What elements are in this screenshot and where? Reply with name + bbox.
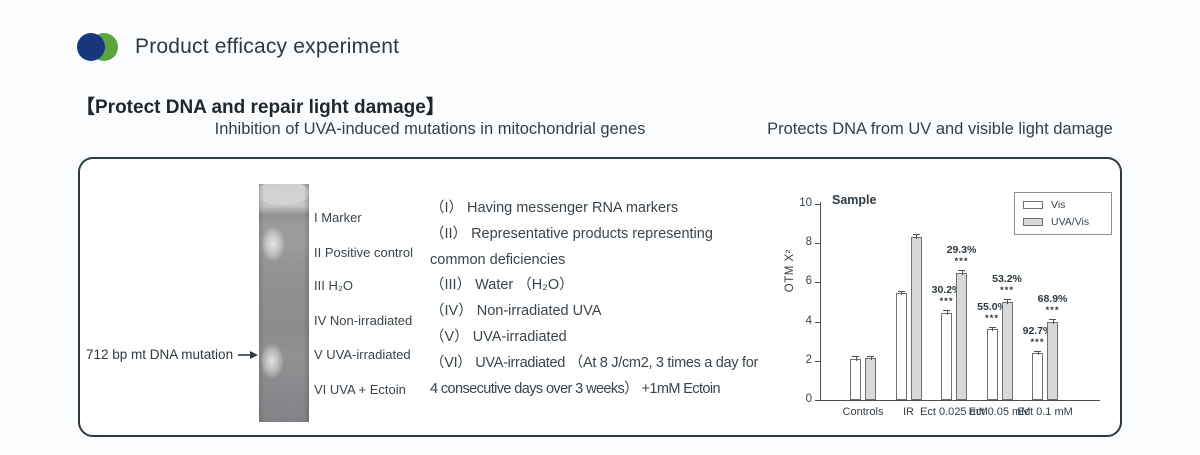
y-tick-label: 8 [805, 236, 812, 249]
significance-label: *** [999, 285, 1015, 297]
explanation-line: （III） Water （H₂O） [430, 277, 574, 294]
significance-label: *** [1030, 336, 1045, 348]
explanation-line: 4 consecutive days over 3 weeks） +1mM Ec… [430, 380, 721, 397]
error-bar [916, 234, 917, 240]
error-bar-cap [958, 270, 965, 272]
x-category-label: Controls [842, 406, 884, 418]
error-bar-cap [897, 290, 905, 292]
section-title: 【Protect DNA and repair light damage】 [76, 97, 445, 118]
y-tick-mark [815, 360, 820, 362]
lane-label-uva-irradiated: V UVA-irradiated [314, 347, 411, 362]
percent-label: 29.3% [946, 244, 977, 257]
legend-swatch-uva-vis [1023, 218, 1043, 226]
error-bar [855, 356, 857, 361]
legend-item-uva-vis: UVA/Vis [1023, 216, 1103, 228]
error-bar-cap [867, 355, 874, 357]
bar-uva-vis-controls [865, 357, 876, 400]
error-bar [901, 290, 902, 296]
significance-label: *** [939, 296, 954, 308]
chart-title: Sample [832, 193, 877, 207]
bar-uva-vis-ect-0-1-mm [1047, 321, 1058, 400]
error-bar-cap [1034, 350, 1041, 352]
header: Product efficacy experiment [77, 33, 399, 61]
explanation-line: （II） Representative products representin… [430, 225, 713, 242]
chart-legend: Vis UVA/Vis [1014, 192, 1112, 235]
y-tick-mark [815, 282, 820, 284]
y-axis [820, 202, 821, 400]
gel-image [259, 184, 309, 422]
lane-label-h2o: III H₂O [314, 278, 353, 293]
legend-label-vis: Vis [1051, 199, 1066, 211]
y-tick-label: 4 [805, 314, 812, 327]
gel-band-pointer: 712 bp mt DNA mutation [86, 347, 259, 362]
significance-label: *** [954, 256, 969, 268]
percent-label: 30.2% [931, 284, 962, 297]
right-arrow-icon [238, 350, 259, 359]
y-tick-label: 6 [805, 275, 812, 288]
blue-circle-icon [77, 33, 105, 61]
explanation-line: （V） UVA-irradiated [430, 328, 567, 345]
x-category-label: IR [903, 406, 914, 418]
error-bar-cap [1049, 318, 1056, 320]
lane-label-non-irradiated: IV Non-irradiated [314, 313, 413, 328]
left-panel-subtitle: Inhibition of UVA-induced mutations in m… [214, 120, 646, 138]
y-tick-mark [815, 321, 820, 323]
error-bar-cap [1003, 299, 1011, 301]
error-bar-cap [912, 234, 920, 236]
legend-swatch-vis [1023, 201, 1043, 209]
bar-vis-ect-0-1-mm [1032, 352, 1043, 400]
bar-vis-ect-0-05-mm [986, 329, 998, 400]
error-bar [1007, 299, 1008, 304]
error-bar [992, 326, 993, 332]
explanation-line: （VI） UVA-irradiated （At 8 J/cm2, 3 times… [430, 354, 759, 371]
y-tick-mark [815, 400, 820, 401]
bar-uva-vis-ir [910, 237, 922, 400]
bar-uva-vis-ect-0-05-mm [1001, 302, 1013, 400]
percent-label: 55.0% [977, 300, 1007, 313]
bar-vis-ir [895, 293, 907, 400]
experiment-panel: 712 bp mt DNA mutation [78, 157, 1122, 437]
x-axis [820, 400, 1100, 401]
percent-label: 68.9% [1037, 292, 1068, 305]
gel-pointer-label: 712 bp mt DNA mutation [86, 347, 234, 362]
x-category-label: Ect 0.025 mM [920, 406, 988, 418]
legend-label-uva-vis: UVA/Vis [1051, 216, 1090, 228]
y-tick-label: 10 [799, 197, 812, 209]
lane-label-uva-ectoin: VI UVA + Ectoin [314, 382, 406, 397]
error-bar-cap [988, 326, 996, 328]
explanation-text: （I） Having messenger RNA markers （II） Re… [430, 196, 782, 402]
percent-label: 92.7% [1022, 324, 1053, 337]
significance-label: *** [984, 312, 1000, 324]
x-category-label: Ect 0.1 mM [1017, 406, 1073, 418]
lane-label-marker: I Marker [314, 210, 362, 225]
y-tick-mark [815, 243, 820, 245]
page-title: Product efficacy experiment [135, 35, 400, 58]
error-bar-cap [943, 310, 950, 312]
bar-vis-ect-0-025-mm [941, 312, 952, 400]
dual-circle-icon [77, 33, 119, 61]
error-bar [1037, 350, 1039, 355]
bar-uva-vis-ect-0-025-mm [956, 272, 967, 400]
y-tick-label: 2 [805, 353, 812, 366]
lane-label-positive-control: II Positive control [314, 245, 413, 260]
error-bar [946, 310, 948, 315]
error-bar-cap [852, 356, 859, 358]
explanation-line: （I） Having messenger RNA markers [430, 200, 679, 216]
y-tick-mark [815, 204, 820, 205]
explanation-line: common deficiencies [430, 251, 566, 268]
x-category-label: Ect 0.05 mM [968, 406, 1031, 418]
explanation-line: （IV） Non-irradiated UVA [430, 303, 602, 320]
legend-item-vis: Vis [1023, 199, 1103, 211]
right-panel-subtitle: Protects DNA from UV and visible light d… [767, 120, 1113, 138]
bar-vis-controls [850, 358, 861, 400]
y-tick-label: 0 [805, 393, 812, 405]
percent-label: 53.2% [992, 273, 1022, 286]
significance-label: *** [1045, 304, 1060, 316]
error-bar [1052, 318, 1054, 324]
error-bar [870, 355, 872, 360]
error-bar [961, 270, 963, 275]
